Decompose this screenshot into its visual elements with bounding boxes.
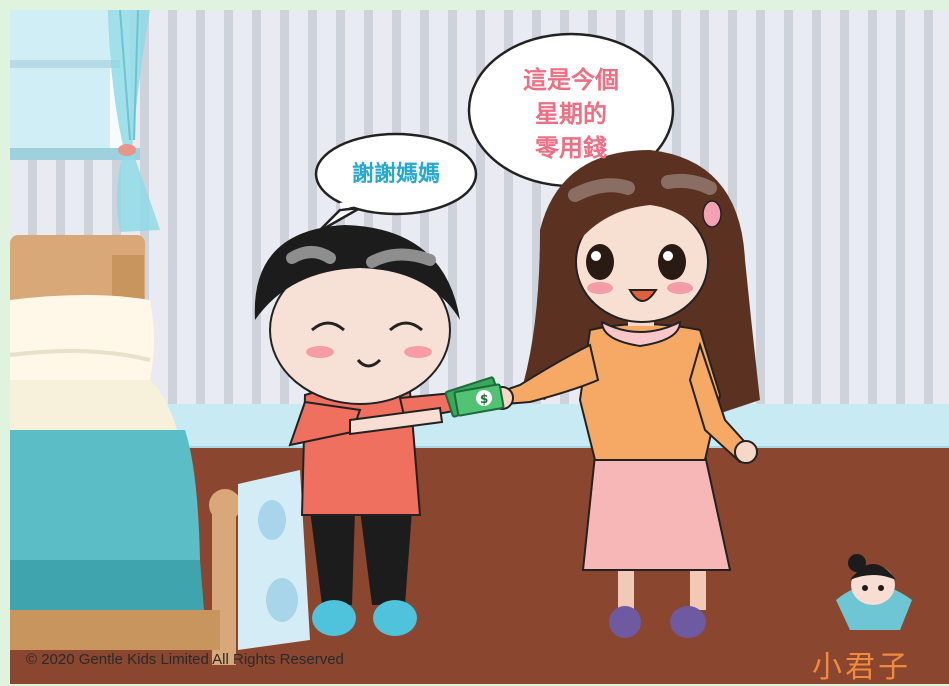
bed: [9, 235, 241, 665]
curtain: [108, 9, 160, 232]
logo-mascot-icon: [836, 554, 912, 630]
boy-speech-text: 謝謝媽媽: [351, 162, 440, 187]
speech-bubble-boy: [314, 132, 478, 234]
mother-speech-line: 零用錢: [535, 134, 607, 162]
money-bills: $: [444, 376, 505, 418]
window: [10, 10, 140, 160]
rug: [238, 470, 310, 650]
boy-character: [254, 225, 472, 636]
mother-speech-line: 星期的: [535, 100, 607, 128]
money-symbol: $: [480, 392, 488, 406]
mother-speech-text: 這是今個 星期的 零用錢: [476, 63, 666, 165]
mother-character: [490, 150, 760, 638]
brand-logo-text: 小君子: [812, 650, 911, 685]
mother-speech-line: 這是今個: [523, 66, 619, 94]
copyright-notice: © 2020 Gentle Kids Limited All Rights Re…: [26, 651, 344, 668]
